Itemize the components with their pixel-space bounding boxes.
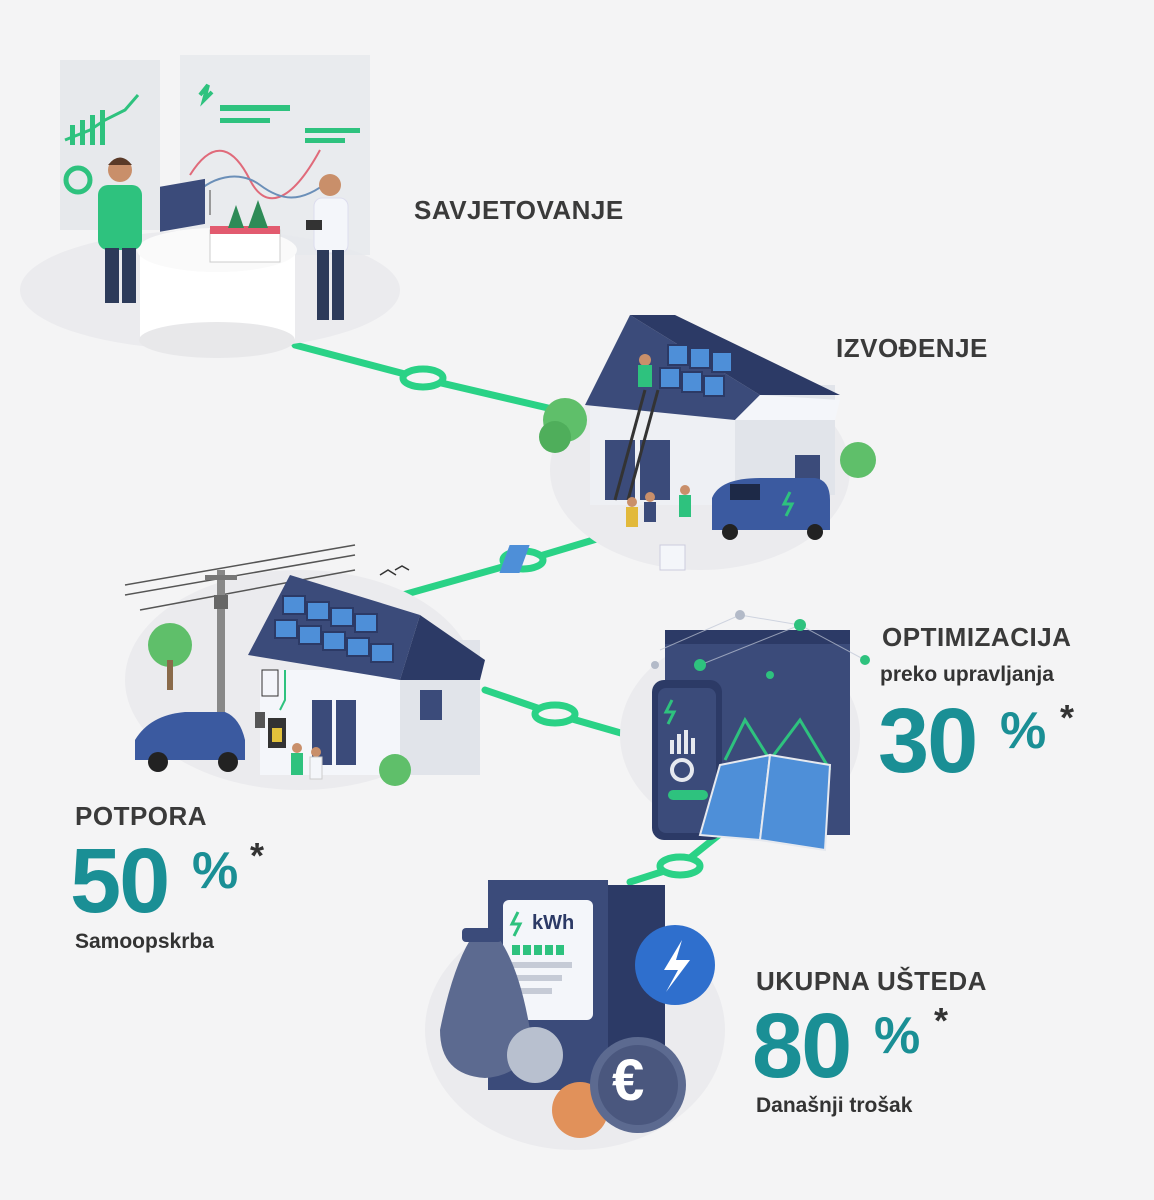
step-optimizacija-mark: * (1060, 697, 1075, 738)
step-optimizacija-subtitle: preko upravljanja (880, 663, 1054, 686)
step-ukupna-title: UKUPNA UŠTEDA (756, 966, 987, 996)
step-potpora-caption: Samoopskrba (75, 930, 214, 953)
step-ukupna-unit: % (874, 1007, 921, 1065)
step-potpora-value: 50 (70, 830, 170, 932)
energy-meter-scene (425, 880, 725, 1150)
step-potpora-mark: * (250, 835, 265, 876)
step-optimizacija-title: OPTIMIZACIJA (882, 622, 1072, 652)
app-panel-scene (620, 610, 870, 852)
meter-unit-label: kWh (532, 912, 575, 934)
euro-icon: € (612, 1048, 645, 1113)
step-savjetovanje-title: SAVJETOVANJE (414, 195, 624, 225)
step-potpora-unit: % (192, 842, 239, 900)
step-izvodjenje-title: IZVOĐENJE (836, 333, 988, 363)
step-ukupna-value: 80 (752, 995, 852, 1097)
step-ukupna-caption: Današnji trošak (756, 1094, 913, 1117)
step-ukupna-mark: * (934, 1000, 949, 1041)
grid-house-scene (124, 544, 485, 790)
step-potpora-title: POTPORA (75, 801, 208, 831)
house-install-scene (499, 315, 876, 573)
meter-bars (512, 945, 564, 955)
step-optimizacija-unit: % (1000, 702, 1047, 760)
step-optimizacija-value: 30 (878, 690, 978, 792)
consulting-scene (20, 55, 400, 358)
